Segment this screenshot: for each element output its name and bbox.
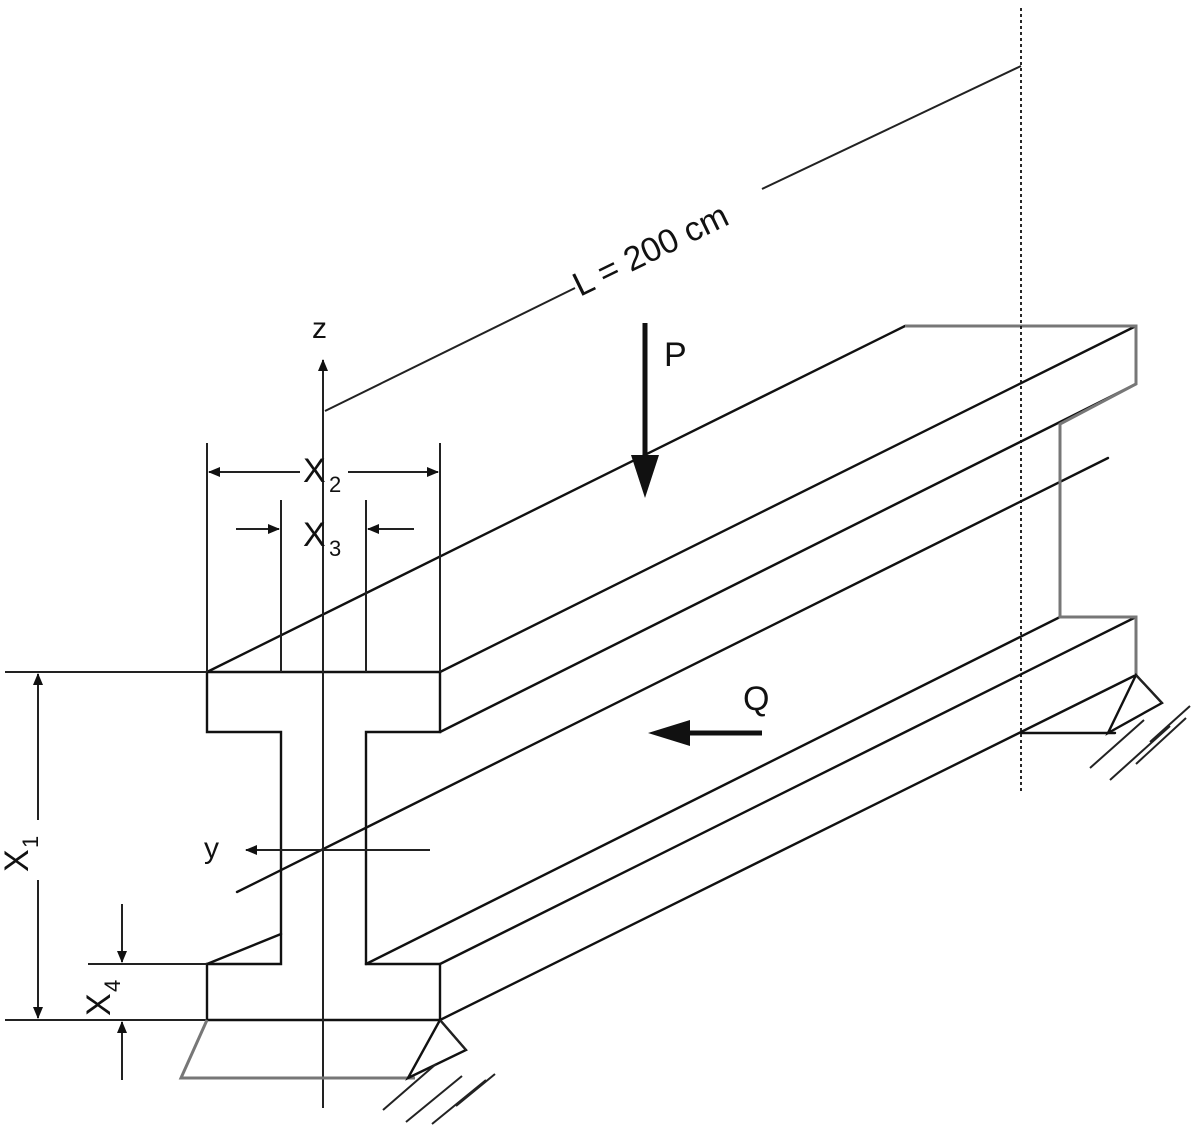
load-p-arrow: P: [631, 323, 687, 498]
dim-x3-sub: 3: [329, 536, 341, 561]
dim-x1-label: X: [0, 849, 36, 872]
dim-x3: X 3: [236, 500, 414, 672]
load-p-label: P: [664, 336, 687, 374]
z-axis: z: [312, 312, 328, 1108]
axis-y-label: y: [204, 832, 219, 865]
y-axis: y: [204, 832, 430, 865]
dim-x1-sub: 1: [18, 836, 43, 848]
dim-x3-label: X: [303, 516, 326, 554]
dim-x1: X 1: [0, 671, 207, 1021]
beam-far-end: [905, 324, 1138, 675]
load-q-arrow: Q: [648, 680, 769, 746]
dim-x2-sub: 2: [329, 472, 341, 497]
load-q-label: Q: [743, 680, 769, 718]
dim-x4: X 4: [80, 904, 207, 1080]
near-support: [178, 1017, 496, 1125]
axis-z-label: z: [312, 312, 327, 345]
dim-x4-sub: 4: [100, 980, 125, 992]
dim-x2: X 2: [206, 443, 441, 672]
dim-x2-label: X: [303, 452, 326, 490]
dim-x4-label: X: [80, 993, 118, 1016]
length-label: L = 200 cm: [567, 196, 735, 304]
far-support: [1019, 672, 1191, 781]
